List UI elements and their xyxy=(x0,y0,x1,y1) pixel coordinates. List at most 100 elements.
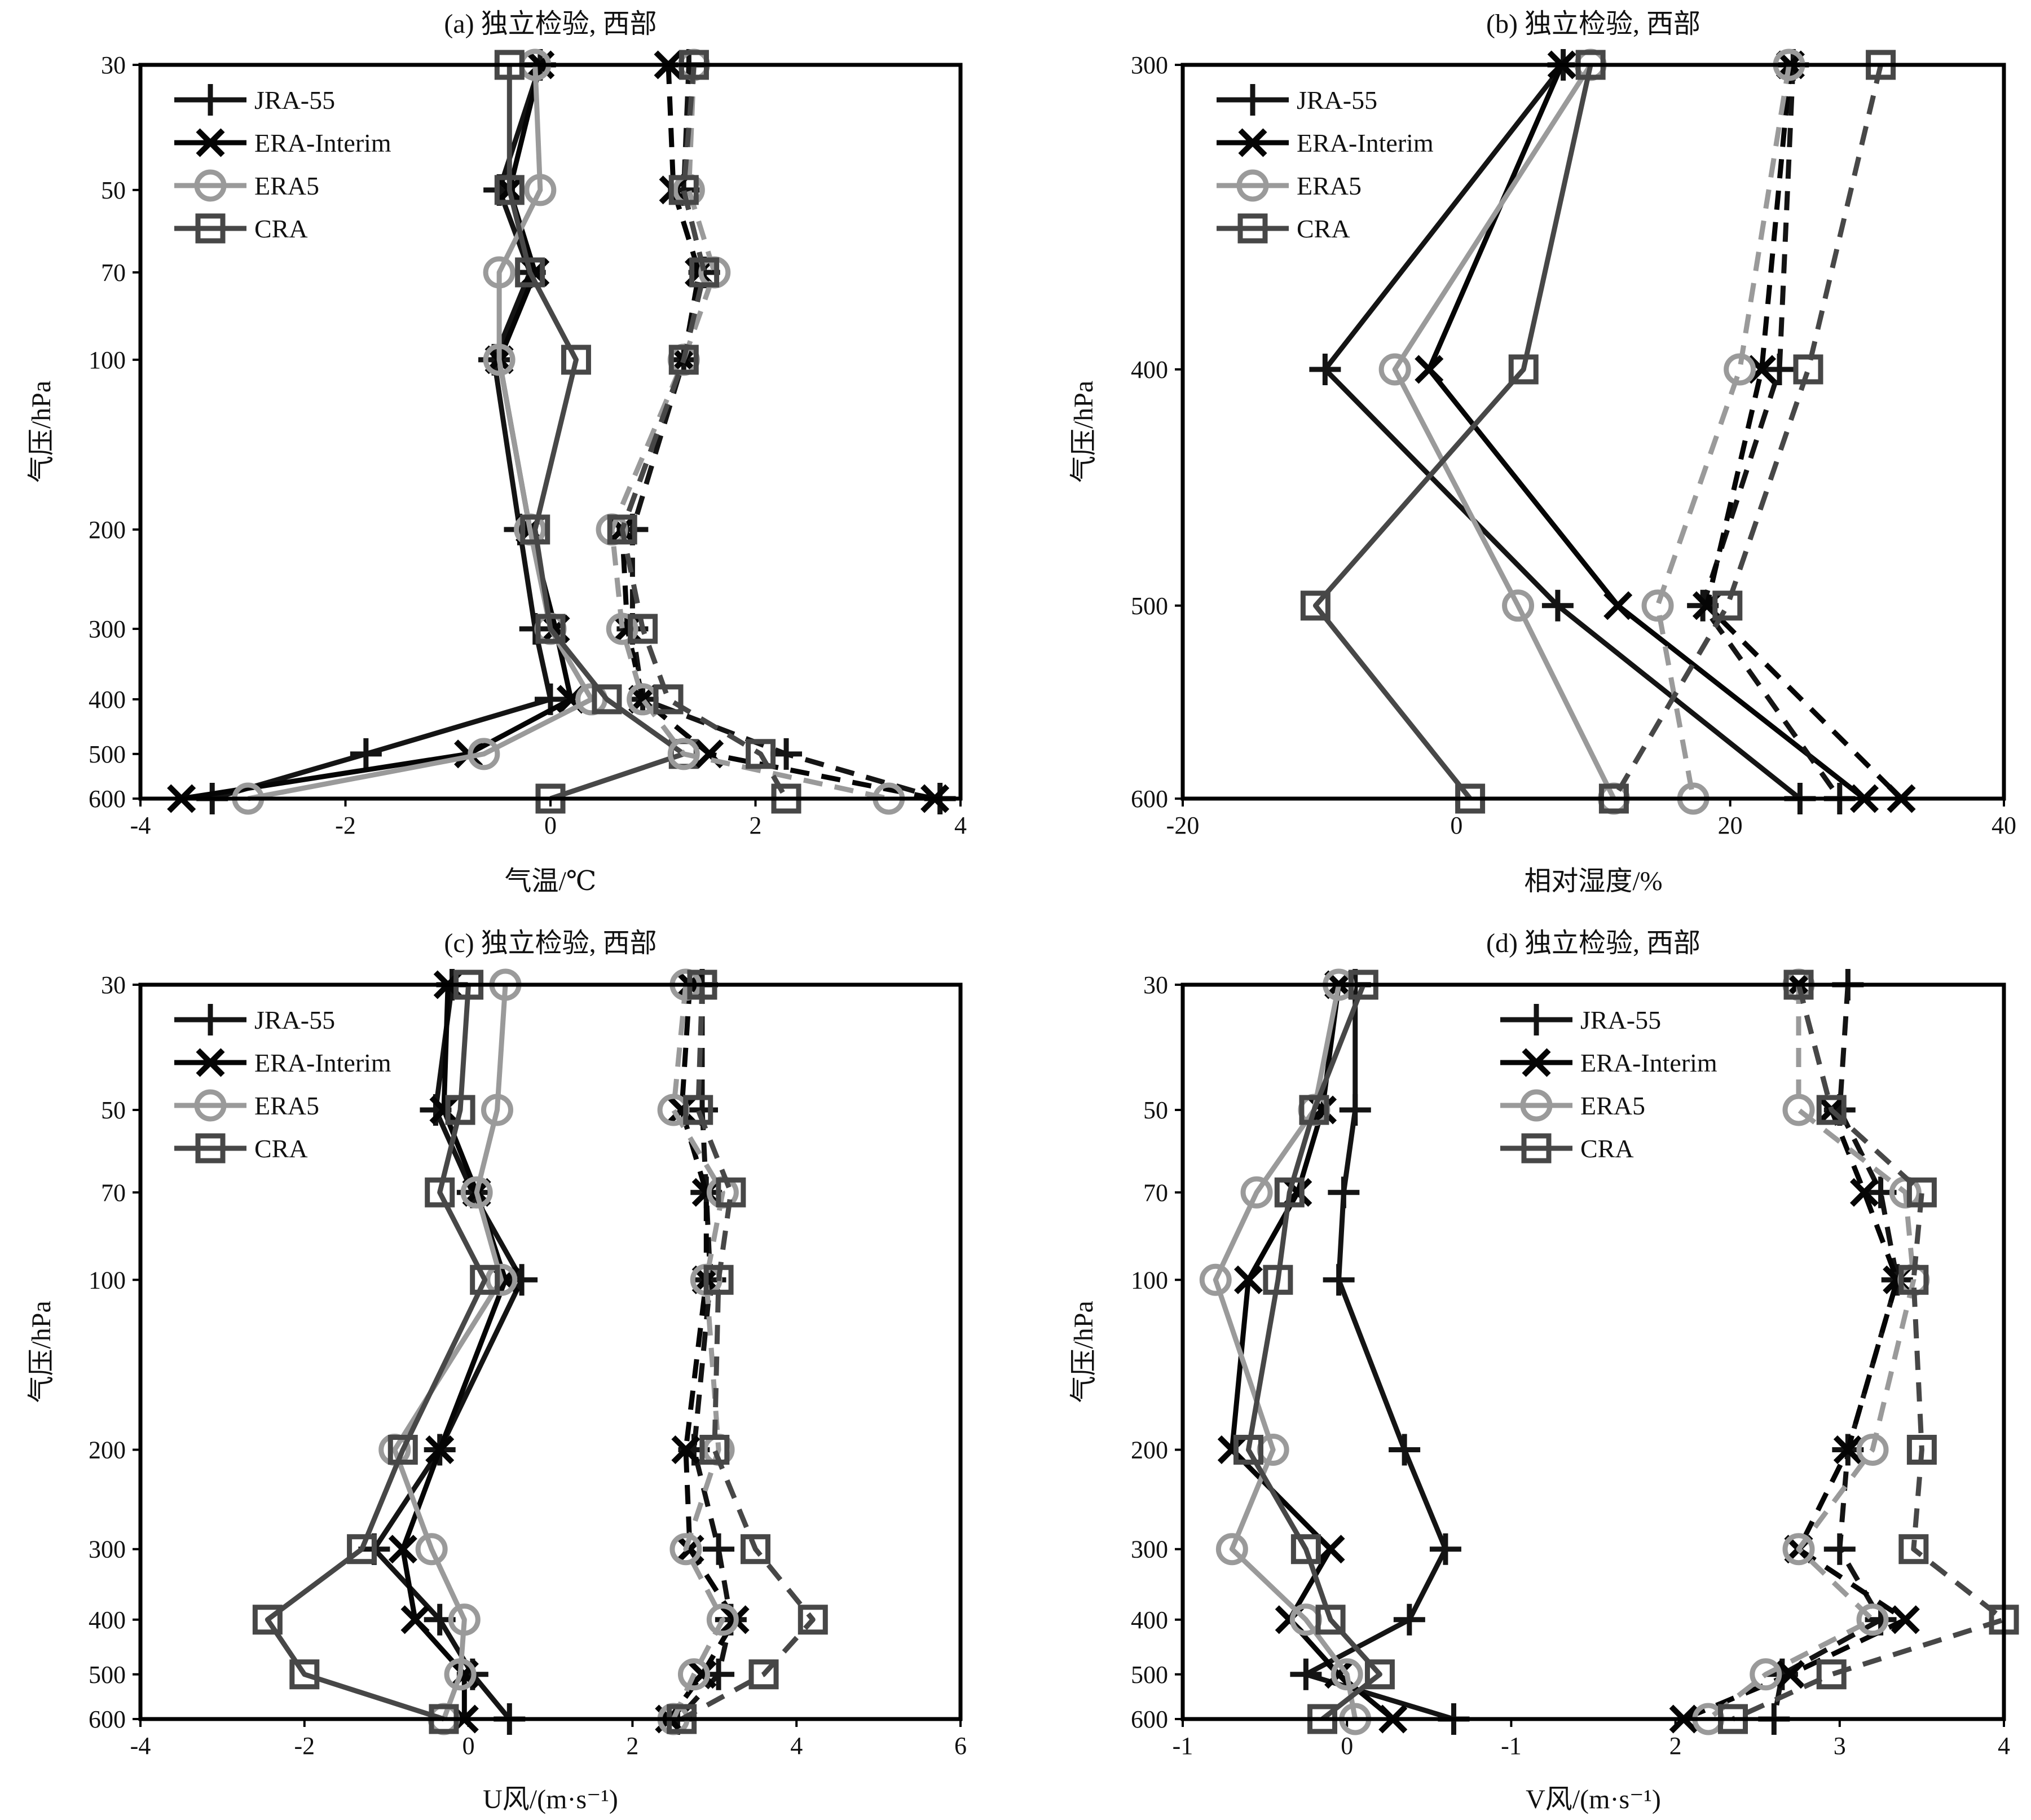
data-point-cross-marker xyxy=(688,1660,717,1689)
data-point-square-marker xyxy=(1793,354,1823,385)
x-tick-label: -2 xyxy=(294,1732,315,1760)
y-tick-label: 30 xyxy=(101,51,126,79)
y-axis-label: 气压/hPa xyxy=(27,1301,56,1403)
data-point-plus-marker xyxy=(1339,1094,1371,1126)
legend-label: ERA-Interim xyxy=(1297,129,1434,157)
legend-item-era-interim: ERA-Interim xyxy=(1500,1048,1717,1077)
legend-item-era5: ERA5 xyxy=(1500,1089,1645,1122)
data-point-square-marker xyxy=(1898,1264,1929,1295)
data-point-square-marker xyxy=(387,1435,418,1465)
legend-cross-marker xyxy=(1238,128,1267,157)
data-point-square-marker xyxy=(1364,1659,1395,1690)
series-line xyxy=(1312,64,1593,800)
legend-item-era5: ERA5 xyxy=(1217,169,1362,202)
x-tick-label: 6 xyxy=(954,1732,967,1760)
legend-square-marker xyxy=(195,1133,226,1164)
data-point-square-marker xyxy=(1300,590,1330,621)
data-point-circle-marker xyxy=(483,256,516,289)
series-cra-dashed xyxy=(1598,50,1896,814)
data-point-cross-marker xyxy=(1833,1435,1862,1465)
data-point-cross-marker xyxy=(1603,591,1633,620)
data-point-square-marker xyxy=(445,1095,475,1125)
data-point-square-marker xyxy=(1898,1534,1929,1565)
data-point-cross-marker xyxy=(1217,1435,1246,1465)
series-line xyxy=(1322,63,1802,801)
y-tick-label: 200 xyxy=(89,516,126,544)
data-point-circle-marker xyxy=(1724,353,1756,386)
y-tick-label: 400 xyxy=(1131,1606,1168,1634)
legend-item-jra-55: JRA-55 xyxy=(1217,84,1377,116)
data-point-circle-marker xyxy=(1782,1094,1815,1126)
x-axis-label: 气温/℃ xyxy=(504,866,596,896)
x-tick-label: 2 xyxy=(1669,1732,1682,1760)
y-tick-label: 200 xyxy=(1131,1436,1168,1464)
data-point-square-marker xyxy=(1290,1534,1321,1565)
data-point-circle-marker xyxy=(1856,1434,1889,1466)
plot-frame xyxy=(138,63,963,801)
plot-frame xyxy=(138,982,963,1721)
data-point-circle-marker xyxy=(1199,1263,1232,1296)
data-point-circle-marker xyxy=(448,1603,481,1636)
series-line xyxy=(676,985,734,1721)
y-tick-label: 70 xyxy=(101,259,126,287)
data-point-circle-marker xyxy=(669,1533,702,1566)
y-tick-label: 300 xyxy=(1131,51,1168,79)
data-point-square-marker xyxy=(561,345,591,375)
legend-label: CRA xyxy=(254,214,308,243)
data-point-square-marker xyxy=(520,514,550,545)
data-point-circle-marker xyxy=(606,612,638,645)
data-point-cross-marker xyxy=(388,1535,417,1564)
x-tick-label: -2 xyxy=(335,812,356,839)
y-tick-label: 500 xyxy=(89,1661,126,1689)
data-point-plus-marker xyxy=(1541,589,1574,622)
series-line xyxy=(1611,64,1883,800)
series-era-interim-dashed xyxy=(1692,50,1916,813)
legend-item-era5: ERA5 xyxy=(174,1089,319,1122)
data-point-circle-marker xyxy=(1750,1658,1782,1691)
series-line xyxy=(1213,984,1358,1720)
legend-square-marker xyxy=(1521,1133,1552,1164)
legend-label: JRA-55 xyxy=(1580,1006,1661,1034)
y-tick-label: 100 xyxy=(1131,1266,1168,1294)
data-point-cross-marker xyxy=(1891,1605,1920,1634)
legend-plus-marker xyxy=(1237,84,1268,116)
y-tick-label: 600 xyxy=(1131,1706,1168,1733)
y-tick-label: 30 xyxy=(101,971,126,999)
x-tick-label: 0 xyxy=(544,812,557,839)
chart-title: (d) 独立检验, 西部 xyxy=(1486,928,1700,958)
series-line xyxy=(1707,985,1917,1721)
x-tick-label: 4 xyxy=(790,1732,803,1760)
data-point-square-marker xyxy=(746,739,776,769)
legend-square-marker xyxy=(195,213,226,244)
plot-frame xyxy=(1180,63,2006,801)
plot-frame xyxy=(1180,982,2006,1721)
data-point-square-marker xyxy=(347,1534,377,1565)
legend-plus-marker xyxy=(195,84,226,116)
legend-label: ERA-Interim xyxy=(254,1048,391,1077)
legend-item-jra-55: JRA-55 xyxy=(174,84,335,116)
data-point-cross-marker xyxy=(1316,1535,1345,1564)
data-point-cross-marker xyxy=(400,1605,430,1634)
series-cra-solid xyxy=(1300,50,1606,814)
y-tick-label: 300 xyxy=(89,615,126,643)
data-point-circle-marker xyxy=(444,1658,477,1691)
legend-circle-marker xyxy=(1520,1089,1553,1122)
data-point-circle-marker xyxy=(468,738,500,770)
series-era-interim-solid xyxy=(1217,970,1408,1734)
legend-label: ERA-Interim xyxy=(1580,1048,1717,1077)
data-point-square-marker xyxy=(741,1534,770,1565)
data-point-plus-marker xyxy=(770,738,803,770)
data-point-circle-marker xyxy=(677,1658,710,1691)
data-point-plus-marker xyxy=(1323,1264,1355,1296)
y-tick-label: 300 xyxy=(1131,1536,1168,1563)
data-point-square-marker xyxy=(1816,1095,1847,1125)
y-axis-label: 气压/hPa xyxy=(1069,381,1099,483)
y-tick-label: 100 xyxy=(89,1266,126,1294)
data-point-circle-marker xyxy=(1378,353,1411,386)
data-point-square-marker xyxy=(425,1177,455,1208)
x-tick-label: 4 xyxy=(1998,1732,2010,1760)
